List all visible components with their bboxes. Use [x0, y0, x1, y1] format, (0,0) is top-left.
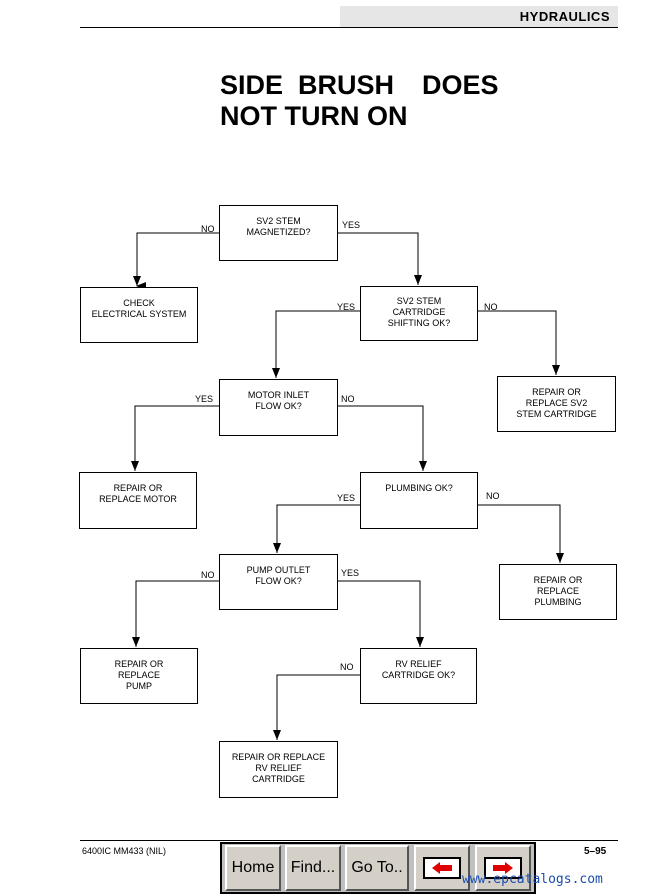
label-yes: YES: [341, 568, 360, 578]
right-arrow-icon: [484, 857, 522, 879]
page-title: SIDE BRUSH DOES NOT TURN ON: [220, 70, 499, 132]
box-repair-pump: REPAIR OR REPLACE PUMP: [80, 648, 198, 704]
section-title: HYDRAULICS: [519, 9, 610, 24]
box-sv2-cartridge-shifting: SV2 STEM CARTRIDGE SHIFTING OK?: [360, 286, 478, 341]
label-no: NO: [484, 302, 498, 312]
box-motor-inlet-flow: MOTOR INLET FLOW OK?: [219, 379, 338, 436]
header-bar: [340, 6, 618, 27]
label-yes: YES: [337, 302, 356, 312]
label-no: NO: [486, 491, 500, 501]
watermark: www.epcatalogs.com: [462, 872, 603, 887]
box-repair-plumbing: REPAIR OR REPLACE PLUMBING: [499, 564, 617, 620]
label-yes: YES: [337, 493, 356, 503]
find-button[interactable]: Find...: [285, 845, 341, 891]
box-repair-sv2: REPAIR OR REPLACE SV2 STEM CARTRIDGE: [497, 376, 616, 432]
box-sv2-stem-magnetized: SV2 STEM MAGNETIZED?: [219, 205, 338, 261]
previous-page-button[interactable]: [414, 845, 470, 891]
box-check-electrical: CHECK ELECTRICAL SYSTEM: [80, 287, 198, 343]
label-yes: YES: [195, 394, 214, 404]
left-arrow-icon: [423, 857, 461, 879]
label-no: NO: [340, 662, 354, 672]
box-rv-relief-ok: RV RELIEF CARTRIDGE OK?: [360, 648, 477, 704]
model-number: 6400IC MM433 (NIL): [82, 846, 167, 856]
footer-rule: [80, 840, 618, 841]
title-word: SIDE: [220, 70, 284, 100]
title-word: BRUSH: [298, 70, 395, 100]
title-line-1: SIDE BRUSH DOES: [220, 70, 499, 101]
home-button[interactable]: Home: [225, 845, 281, 891]
label-no: NO: [341, 394, 355, 404]
goto-button[interactable]: Go To..: [345, 845, 409, 891]
box-plumbing-ok: PLUMBING OK?: [360, 472, 478, 529]
header-rule: [80, 27, 618, 28]
page-number: 5–95: [584, 846, 607, 857]
label-yes: YES: [342, 220, 361, 230]
box-repair-rv-relief: REPAIR OR REPLACE RV RELIEF CARTRIDGE: [219, 741, 338, 798]
next-page-button[interactable]: [475, 845, 531, 891]
label-no: NO: [201, 224, 215, 234]
label-no: NO: [201, 570, 215, 580]
title-word: DOES: [422, 70, 499, 100]
box-pump-outlet-flow: PUMP OUTLET FLOW OK?: [219, 554, 338, 610]
title-line-2: NOT TURN ON: [220, 101, 408, 131]
box-repair-motor: REPAIR OR REPLACE MOTOR: [79, 472, 197, 529]
